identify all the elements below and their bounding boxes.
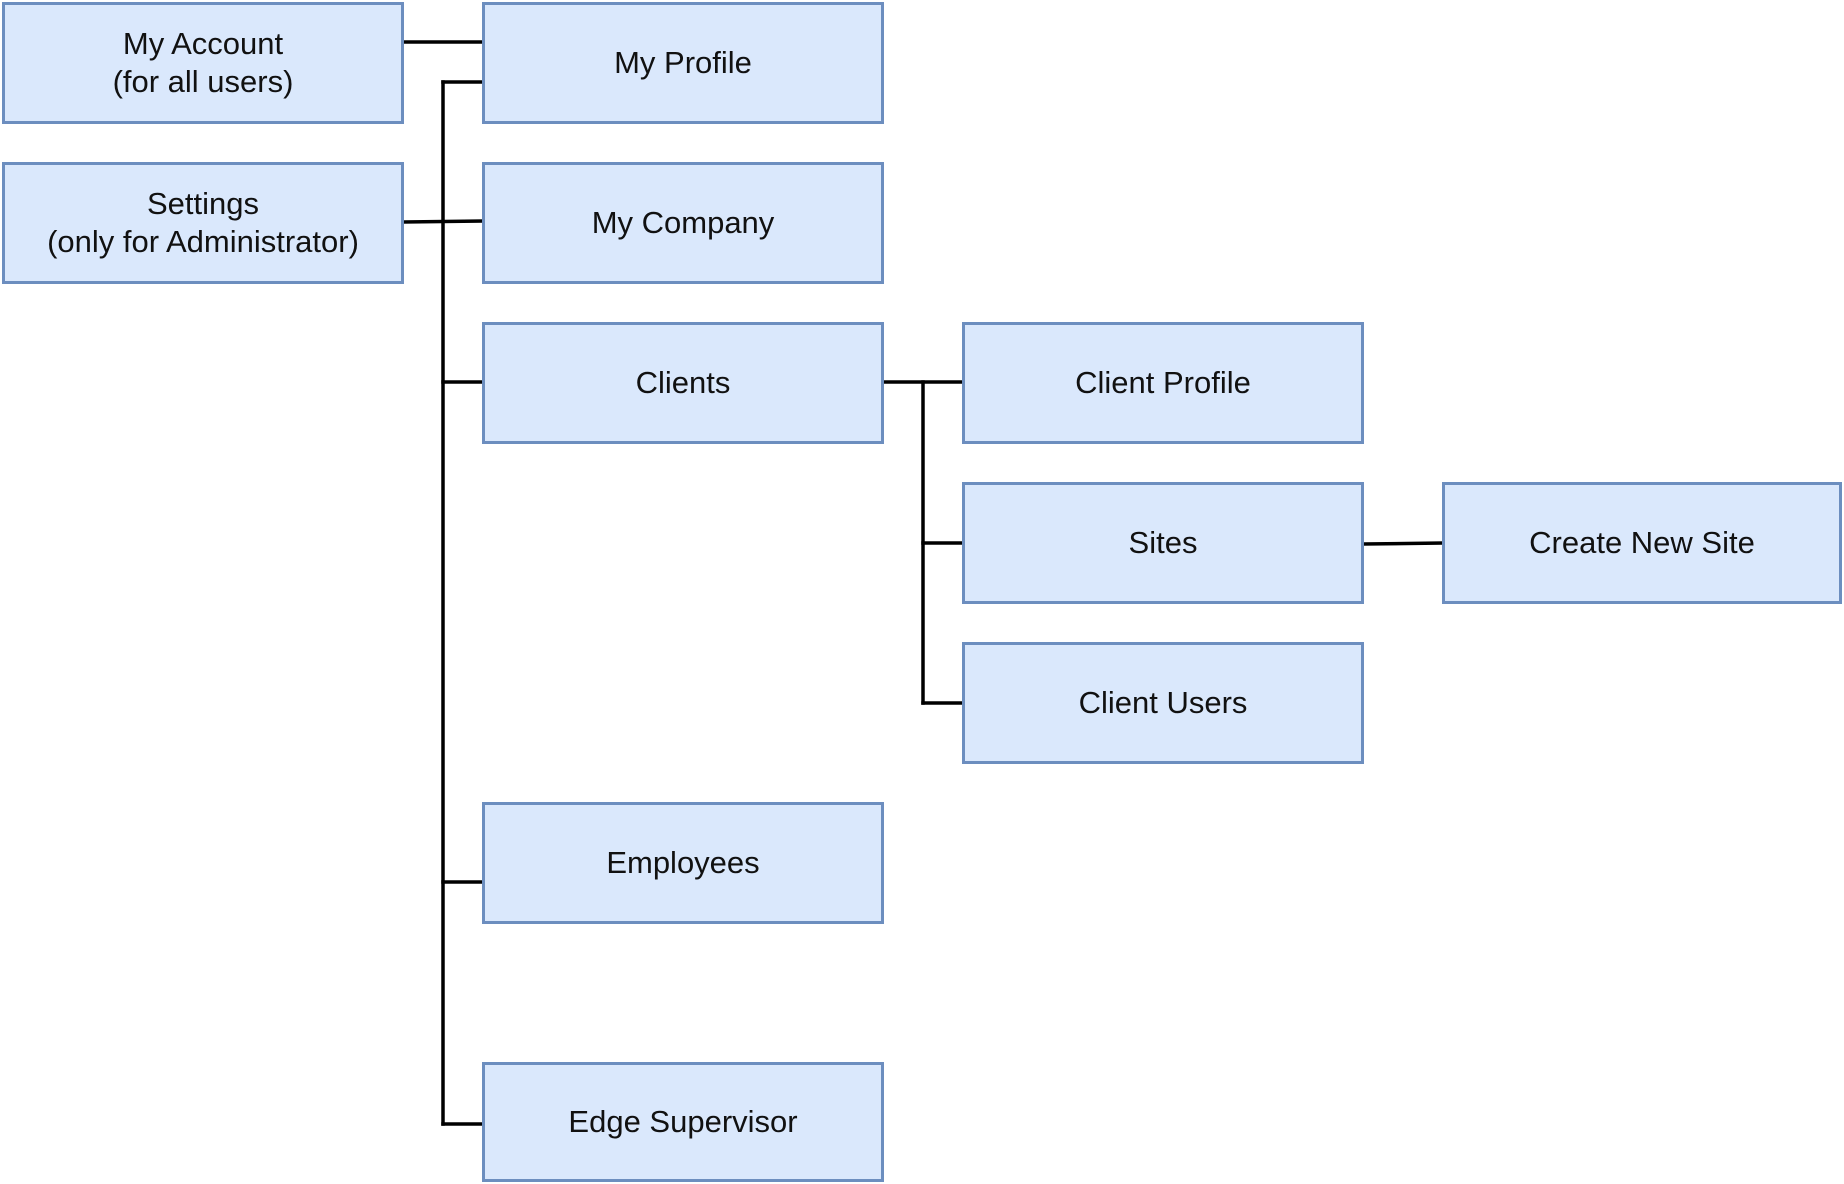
- node-employees: Employees: [482, 802, 884, 924]
- node-client-users: Client Users: [962, 642, 1364, 764]
- node-edge-supervisor: Edge Supervisor: [482, 1062, 884, 1182]
- node-sites: Sites: [962, 482, 1364, 604]
- node-clients: Clients: [482, 322, 884, 444]
- connector-settings-my-company: [402, 219, 484, 224]
- node-my-company: My Company: [482, 162, 884, 284]
- node-settings: Settings (only for Administrator): [2, 162, 404, 284]
- node-create-new-site: Create New Site: [1442, 482, 1842, 604]
- connector-sites-create-new-site: [1362, 541, 1444, 546]
- node-my-account: My Account (for all users): [2, 2, 404, 124]
- node-my-profile: My Profile: [482, 2, 884, 124]
- node-client-profile: Client Profile: [962, 322, 1364, 444]
